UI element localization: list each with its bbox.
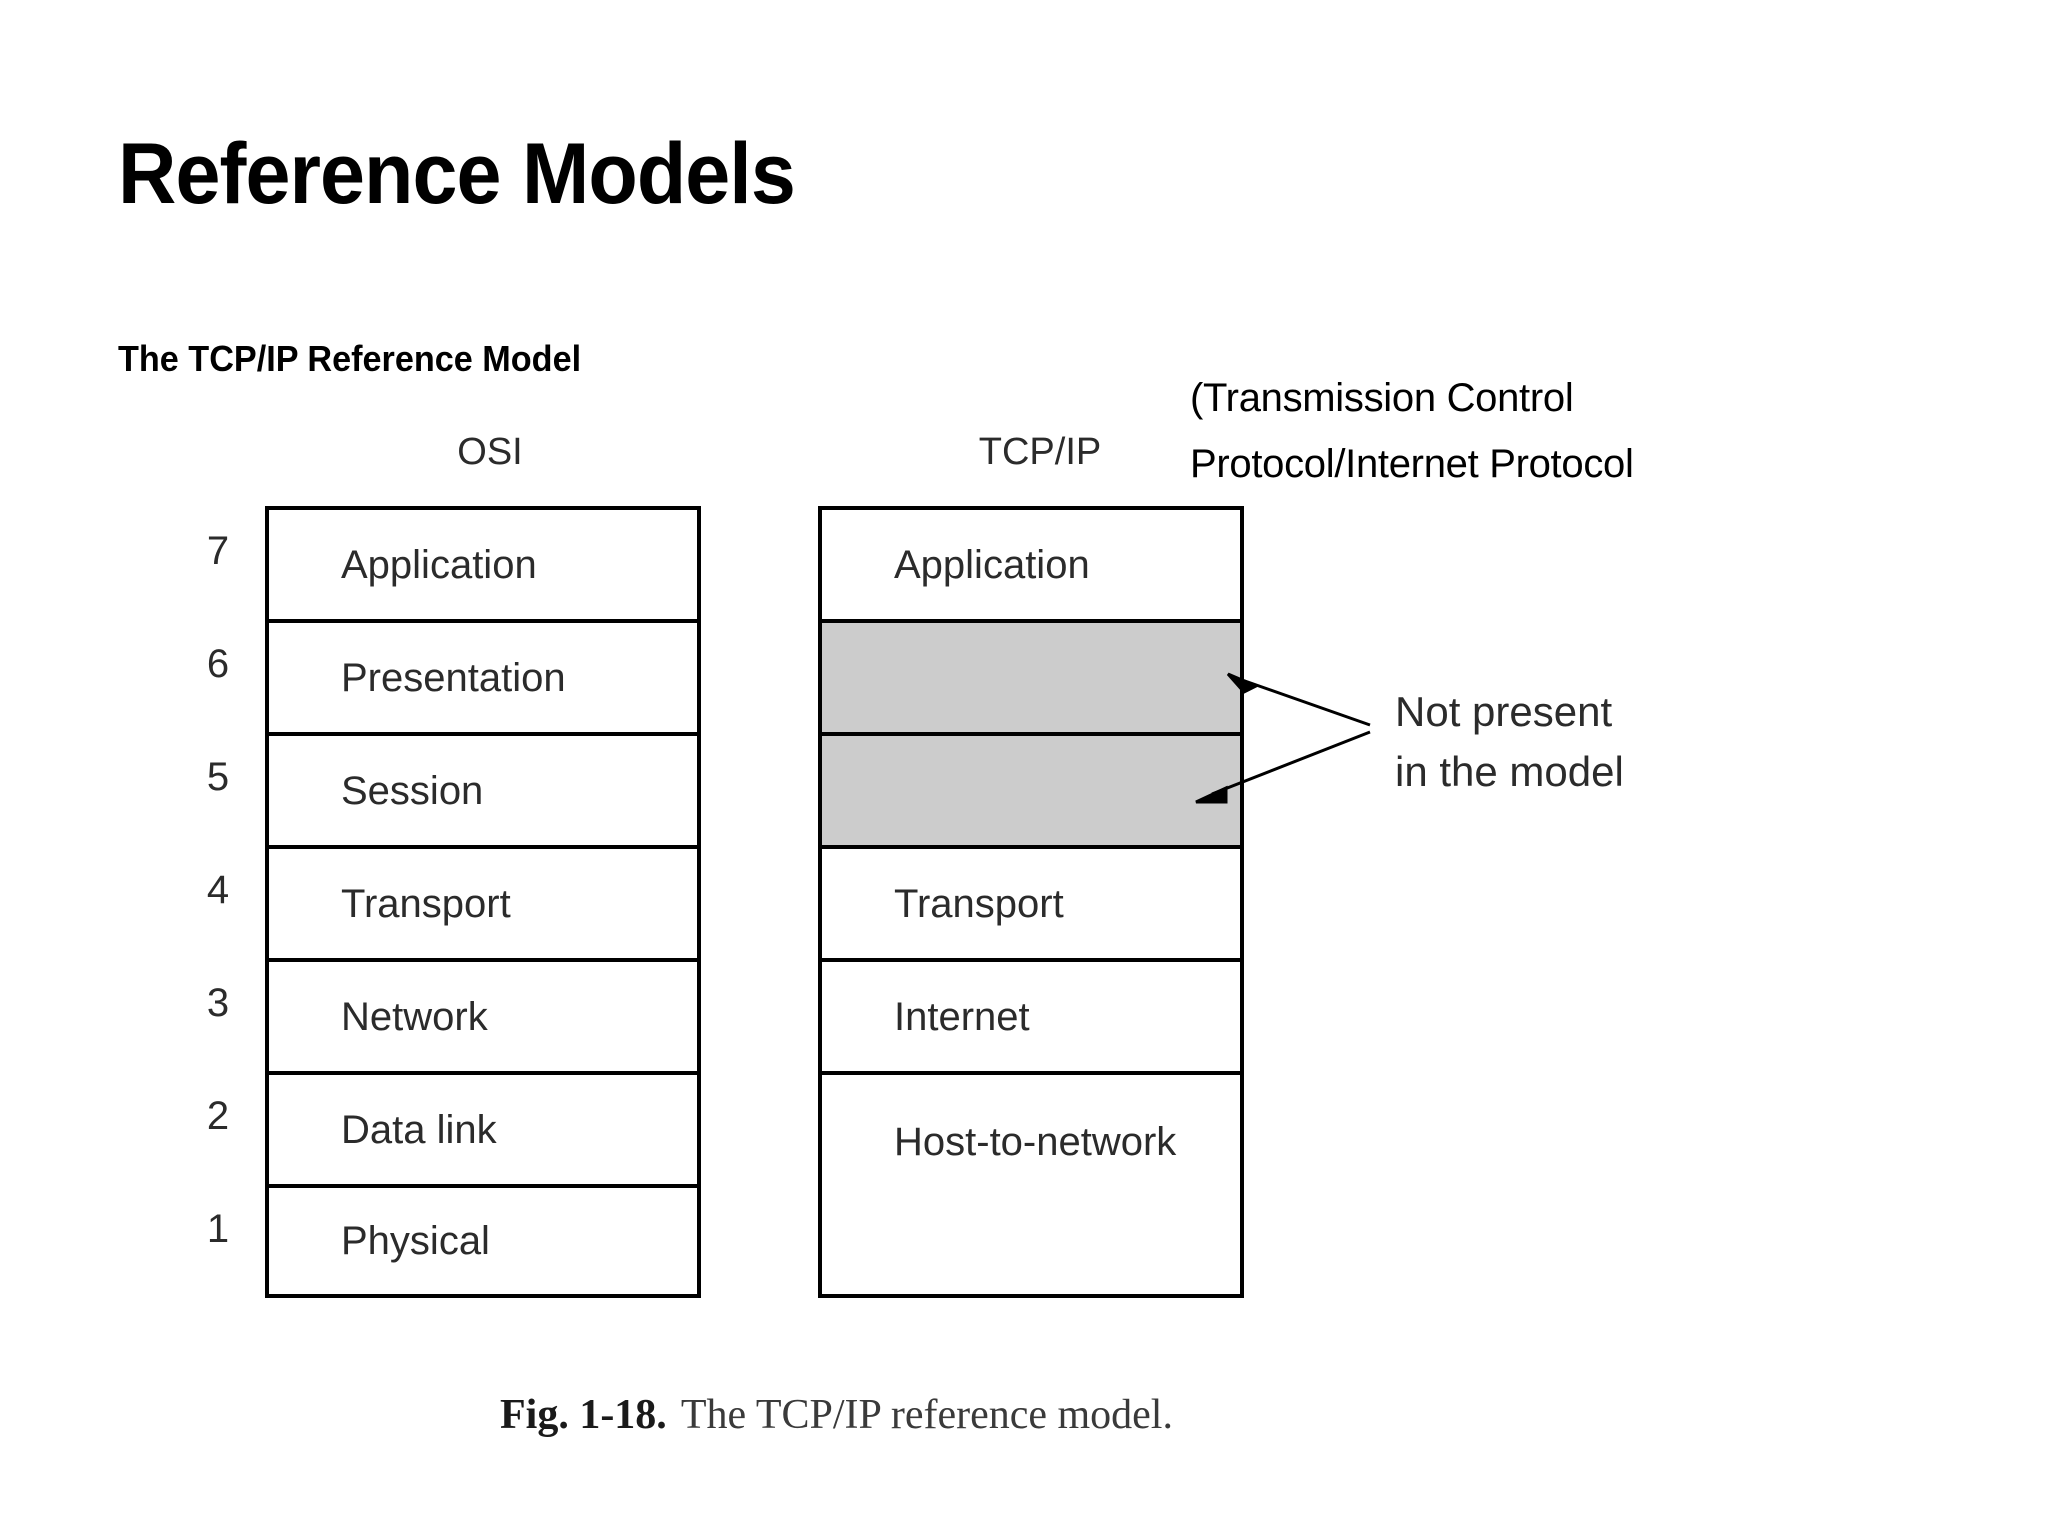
tcpip-layer-label: Host-to-network [894,1120,1177,1164]
osi-layer-number-1: 1 [206,1207,230,1251]
not-present-annotation: Not present in the model [1395,682,1624,802]
osi-layer-label: Presentation [341,655,566,700]
arrow-line-lower [1211,730,1371,796]
tcpip-layer-shaded-lower [822,736,1240,849]
osi-layer-data-link: Data link [269,1075,697,1188]
tcpip-layer-label: Application [894,542,1090,587]
osi-layer-number-6: 6 [206,642,230,686]
osi-layer-session: Session [269,736,697,849]
osi-layer-label: Transport [341,881,511,926]
tcpip-layer-shaded-upper [822,623,1240,736]
not-present-line-2: in the model [1395,748,1624,795]
osi-layer-label: Physical [341,1219,490,1263]
osi-layer-network: Network [269,962,697,1075]
figure-caption-text: The TCP/IP reference model. [680,1392,1173,1438]
tcpip-layer-internet: Internet [822,962,1240,1075]
figure-caption: Fig. 1-18. The TCP/IP reference model. [500,1390,1173,1440]
osi-layer-physical: Physical [269,1188,697,1294]
tcpip-layer-label: Transport [894,881,1064,926]
not-present-arrows [1195,672,1371,804]
slide-subtitle: The TCP/IP Reference Model [118,338,582,379]
tcpip-layer-transport: Transport [822,849,1240,962]
osi-layer-application: Application [269,510,697,623]
osi-layer-number-5: 5 [206,755,230,799]
osi-layer-number-2: 2 [206,1094,230,1138]
osi-layer-number-3: 3 [206,981,230,1025]
tcpip-column-header: TCP/IP [978,431,1102,473]
osi-layer-label: Data link [341,1107,497,1152]
osi-layer-stack: Application Presentation Session Transpo… [265,506,701,1298]
not-present-line-1: Not present [1395,688,1613,735]
osi-layer-transport: Transport [269,849,697,962]
acronym-expansion-line-1: (Transmission Control [1190,376,1574,420]
tcpip-layer-application: Application [822,510,1240,623]
acronym-expansion-note: (Transmission Control Protocol/Internet … [1190,365,1830,497]
osi-layer-presentation: Presentation [269,623,697,736]
page-title: Reference Models [118,126,796,222]
osi-layer-label: Application [341,542,537,587]
figure-caption-number: Fig. 1-18. [500,1392,667,1438]
osi-layer-number-7: 7 [206,529,230,573]
acronym-expansion-line-2: Protocol/Internet Protocol [1190,442,1634,486]
osi-column-header: OSI [457,431,523,473]
arrow-head-lower [1195,785,1228,804]
arrow-head-upper [1226,672,1260,694]
osi-layer-number-4: 4 [206,868,230,912]
arrow-line-upper [1241,678,1371,727]
tcpip-layer-stack: Application Transport Internet Host-to-n… [818,506,1244,1298]
osi-layer-label: Network [341,994,488,1039]
osi-layer-label: Session [341,768,484,813]
tcpip-layer-host-to-network: Host-to-network [822,1075,1240,1294]
tcpip-layer-label: Internet [894,994,1030,1039]
